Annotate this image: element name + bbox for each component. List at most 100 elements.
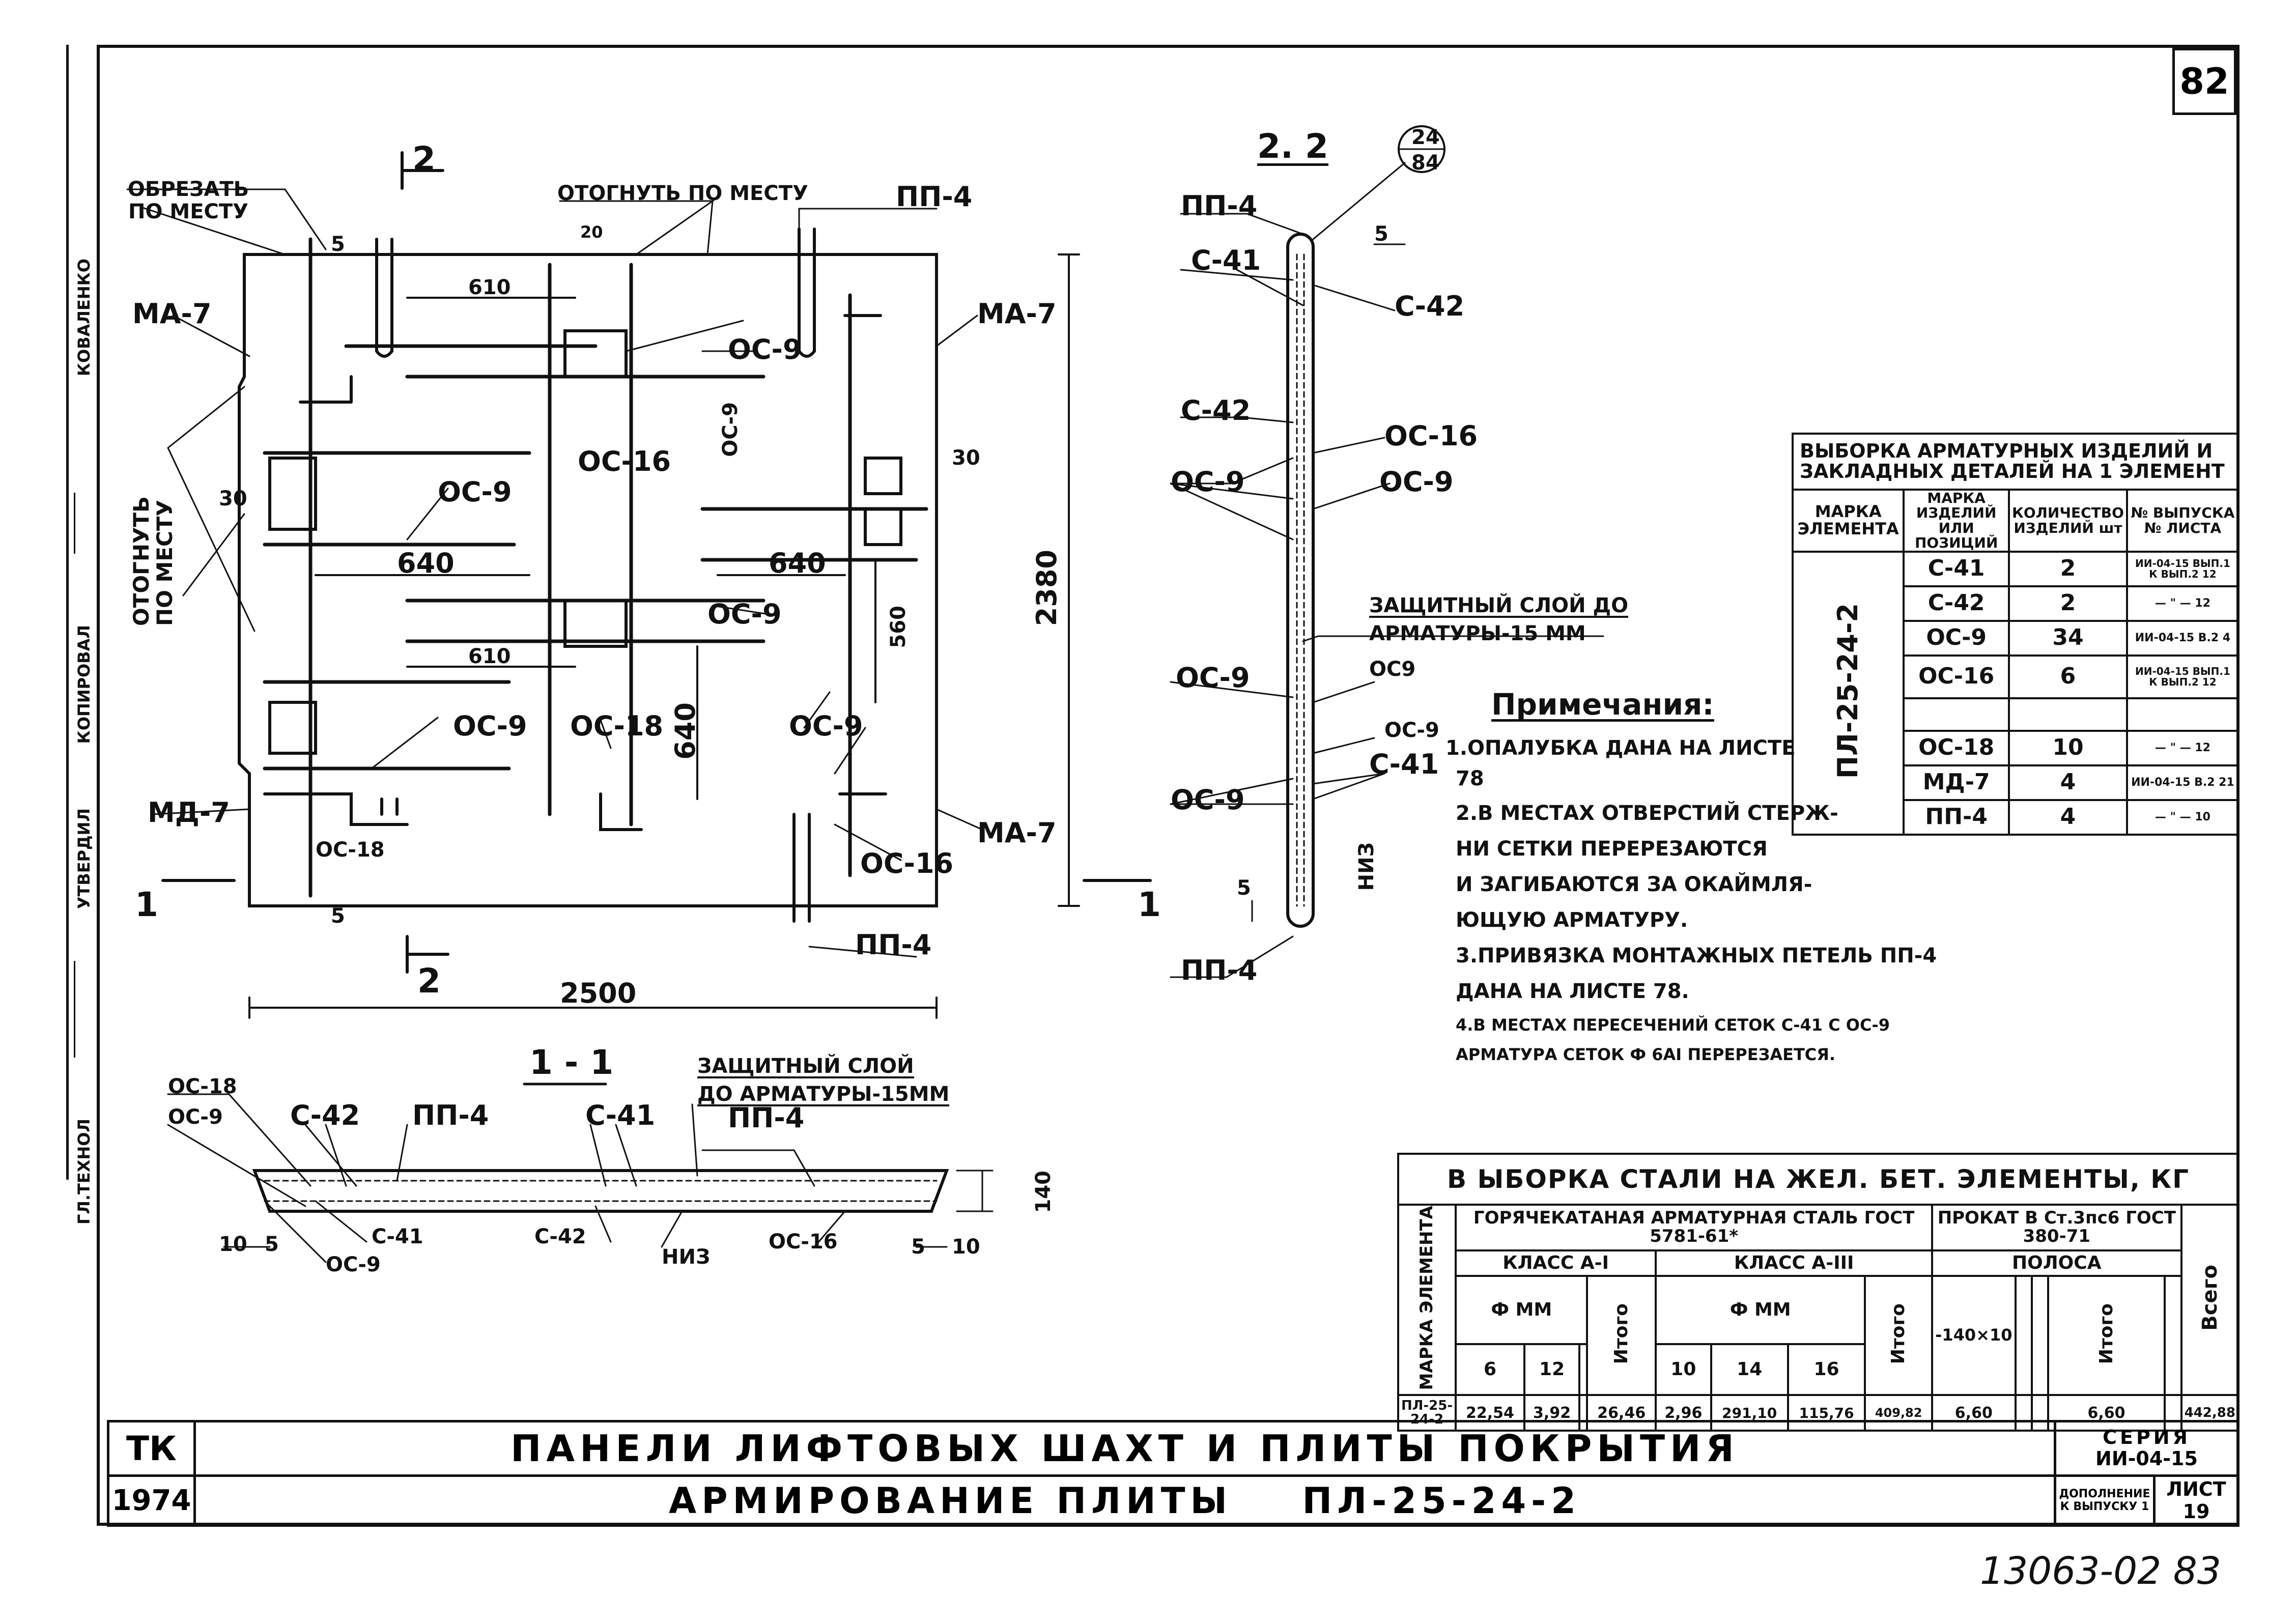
rebar-mark: ПП-4 [1903, 799, 2010, 836]
tb-series-label: СЕРИЯ [2103, 1426, 2191, 1449]
stamp-signature-2 [74, 961, 94, 1058]
s22-oc16: ОС-16 [1384, 420, 1478, 452]
s11-cover-1: ЗАЩИТНЫЙ СЛОЙ [697, 1055, 914, 1078]
rebar-mark: С-41 [1903, 550, 2010, 587]
rebar-th-element: МАРКА ЭЛЕМЕНТА [1791, 489, 1905, 553]
steel-class-a1: КЛАСС А-I [1455, 1249, 1657, 1277]
loop-4 [792, 813, 811, 923]
steel-d-a3: 16 [1787, 1343, 1866, 1397]
note-line: ЮЩУЮ АРМАТУРУ. [1456, 908, 1688, 932]
rebar-ref: ИИ-04-15 ВЫП.1 К ВЫП.2 12 [2125, 550, 2240, 587]
loop-3 [380, 798, 399, 816]
dim-5-bot: 5 [331, 904, 345, 928]
rebar-th-mark: МАРКА ИЗДЕЛИЙ ИЛИ ПОЗИЦИЙ [1903, 489, 2010, 553]
s11-d140: 140 [1032, 1171, 1055, 1213]
s11-oc9a: ОС-9 [168, 1105, 223, 1129]
steel-vsego-text: Всего [2198, 1265, 2222, 1331]
steel-a1-val: 22,54 [1455, 1394, 1525, 1432]
tb-supplement: ДОПОЛНЕНИЕ К ВЫПУСКУ 1 [2054, 1474, 2156, 1527]
steel-vsego: Всего [2180, 1203, 2240, 1397]
steel-table: В ЫБОРКА СТАЛИ НА ЖЕЛ. БЕТ. ЭЛЕМЕНТЫ, КГ… [1397, 1153, 2240, 1432]
opening-6 [268, 701, 317, 755]
steel-a1-val: 3,92 [1523, 1394, 1581, 1432]
s11-d5b: 5 [911, 1235, 925, 1259]
dim-2380 [1058, 253, 1080, 907]
s22-c42b: С-42 [1181, 394, 1251, 426]
dim-560: 560 [887, 606, 910, 648]
s22-oc9c: ОС-9 [1176, 662, 1250, 694]
steel-itogo-p: Итого [2047, 1274, 2166, 1397]
s22-pp4-top: ПП-4 [1181, 190, 1258, 222]
rebar-qty: 6 [2007, 654, 2128, 699]
steel-polosa-blank-1 [2014, 1274, 2033, 1397]
tb-subtitle-text: АРМИРОВАНИЕ ПЛИТЫ ПЛ-25-24-2 [669, 1479, 1581, 1522]
dim-610-top: 610 [468, 276, 511, 299]
note-line: 2.В МЕСТАХ ОТВЕРСТИЙ СТЕРЖ- [1456, 802, 1838, 825]
s22-oc9e: ОС-9 [1171, 784, 1245, 816]
s11-d10a: 10 [219, 1233, 247, 1256]
s22-d5: 5 [1374, 222, 1388, 246]
dim-2500 [248, 996, 938, 1019]
rebar-ref [2125, 697, 2240, 732]
dim-20: 20 [580, 222, 603, 242]
label-pp4-bottom: ПП-4 [855, 929, 932, 961]
steel-a3-val: 2,96 [1655, 1394, 1712, 1432]
section-1-left-label: 1 [135, 885, 158, 924]
rebar-ref: ИИ-04-15 ВЫП.1 К ВЫП.2 12 [2125, 654, 2240, 699]
steel-itogo-p-text: Итого [2095, 1303, 2117, 1364]
rebar-mark [1903, 697, 2010, 732]
section22-dim5 [1251, 243, 1406, 922]
dim-5-top: 5 [331, 233, 345, 256]
steel-p-val: 6,60 [1931, 1394, 2017, 1432]
s11-c41b: С-41 [372, 1225, 423, 1248]
steel-blank-row [2164, 1394, 2182, 1432]
steel-a3-val: 115,76 [1787, 1394, 1866, 1432]
rebar-th-qty: КОЛИЧЕСТВО ИЗДЕЛИЙ шт [2007, 489, 2128, 553]
label-oc9-b: ОС-9 [438, 476, 512, 508]
dim-640-a: 640 [397, 547, 455, 579]
rebar-ref: — " — 12 [2125, 585, 2240, 622]
label-oc18-b: ОС-18 [316, 838, 385, 862]
steel-p-val [2014, 1394, 2033, 1432]
steel-row-mark: ПЛ-25-24-2 [1397, 1394, 1457, 1432]
dim-30-right: 30 [952, 446, 980, 470]
label-oc9-a: ОС-9 [728, 333, 802, 365]
cut-note: ОБРЕЗАТЬ ПО МЕСТУ [122, 178, 254, 223]
s22-pp4-bottom: ПП-4 [1181, 954, 1258, 986]
rebar-mark: ОС-9 [1903, 619, 2010, 657]
rebar-steps [263, 314, 887, 831]
rebar-ref: ИИ-04-15 В.2 4 [2125, 619, 2240, 657]
steel-itogo-a1: Итого [1586, 1274, 1657, 1397]
opening-3 [864, 457, 902, 495]
rebar-mark: С-42 [1903, 585, 2010, 622]
s11-cover-2: ДО АРМАТУРЫ-15ММ [697, 1083, 950, 1106]
tb-year-text: 1974 [111, 1484, 191, 1517]
section11-leaders [167, 1093, 994, 1263]
s22-cover-2: АРМАТУРЫ-15 ММ [1369, 622, 1586, 645]
sheet-number: 82 [2179, 61, 2229, 102]
rebar-qty: 2 [2007, 550, 2128, 587]
note-line: 1.ОПАЛУБКА ДАНА НА ЛИСТЕ [1445, 736, 1796, 760]
dim-2380: 2380 [1031, 550, 1063, 627]
steel-table-title: В ЫБОРКА СТАЛИ НА ЖЕЛ. БЕТ. ЭЛЕМЕНТЫ, КГ [1397, 1153, 2240, 1206]
tb-title: ПАНЕЛИ ЛИФТОВЫХ ШАХТ И ПЛИТЫ ПОКРЫТИЯ [193, 1420, 2056, 1477]
s22-c41a: С-41 [1191, 244, 1261, 276]
steel-diam-a3: Ф ММ [1655, 1274, 1866, 1346]
s11-c42b: С-42 [534, 1225, 586, 1248]
note-line: НИ СЕТКИ ПЕРЕРЕЗАЮТСЯ [1456, 837, 1768, 861]
steel-d-a1: 12 [1523, 1343, 1581, 1397]
section22-rebars [1296, 253, 1305, 907]
section11-rebars [264, 1180, 938, 1202]
steel-d-a1-blank [1578, 1343, 1589, 1397]
archive-number: 13063-02 83 [1980, 1549, 2221, 1593]
s11-nuz: НИЗ [662, 1245, 711, 1269]
s11-c41a: С-41 [585, 1099, 656, 1131]
steel-diam-a1: Ф ММ [1455, 1274, 1589, 1346]
s22-cover-1: ЗАЩИТНЫЙ СЛОЙ ДО [1369, 594, 1629, 618]
tb-org-text: ТК [126, 1429, 177, 1468]
rebar-qty: 2 [2007, 585, 2128, 622]
section11-title: 1 - 1 [529, 1043, 614, 1082]
section-1-right-label: 1 [1138, 885, 1161, 924]
loop-1 [375, 238, 393, 358]
